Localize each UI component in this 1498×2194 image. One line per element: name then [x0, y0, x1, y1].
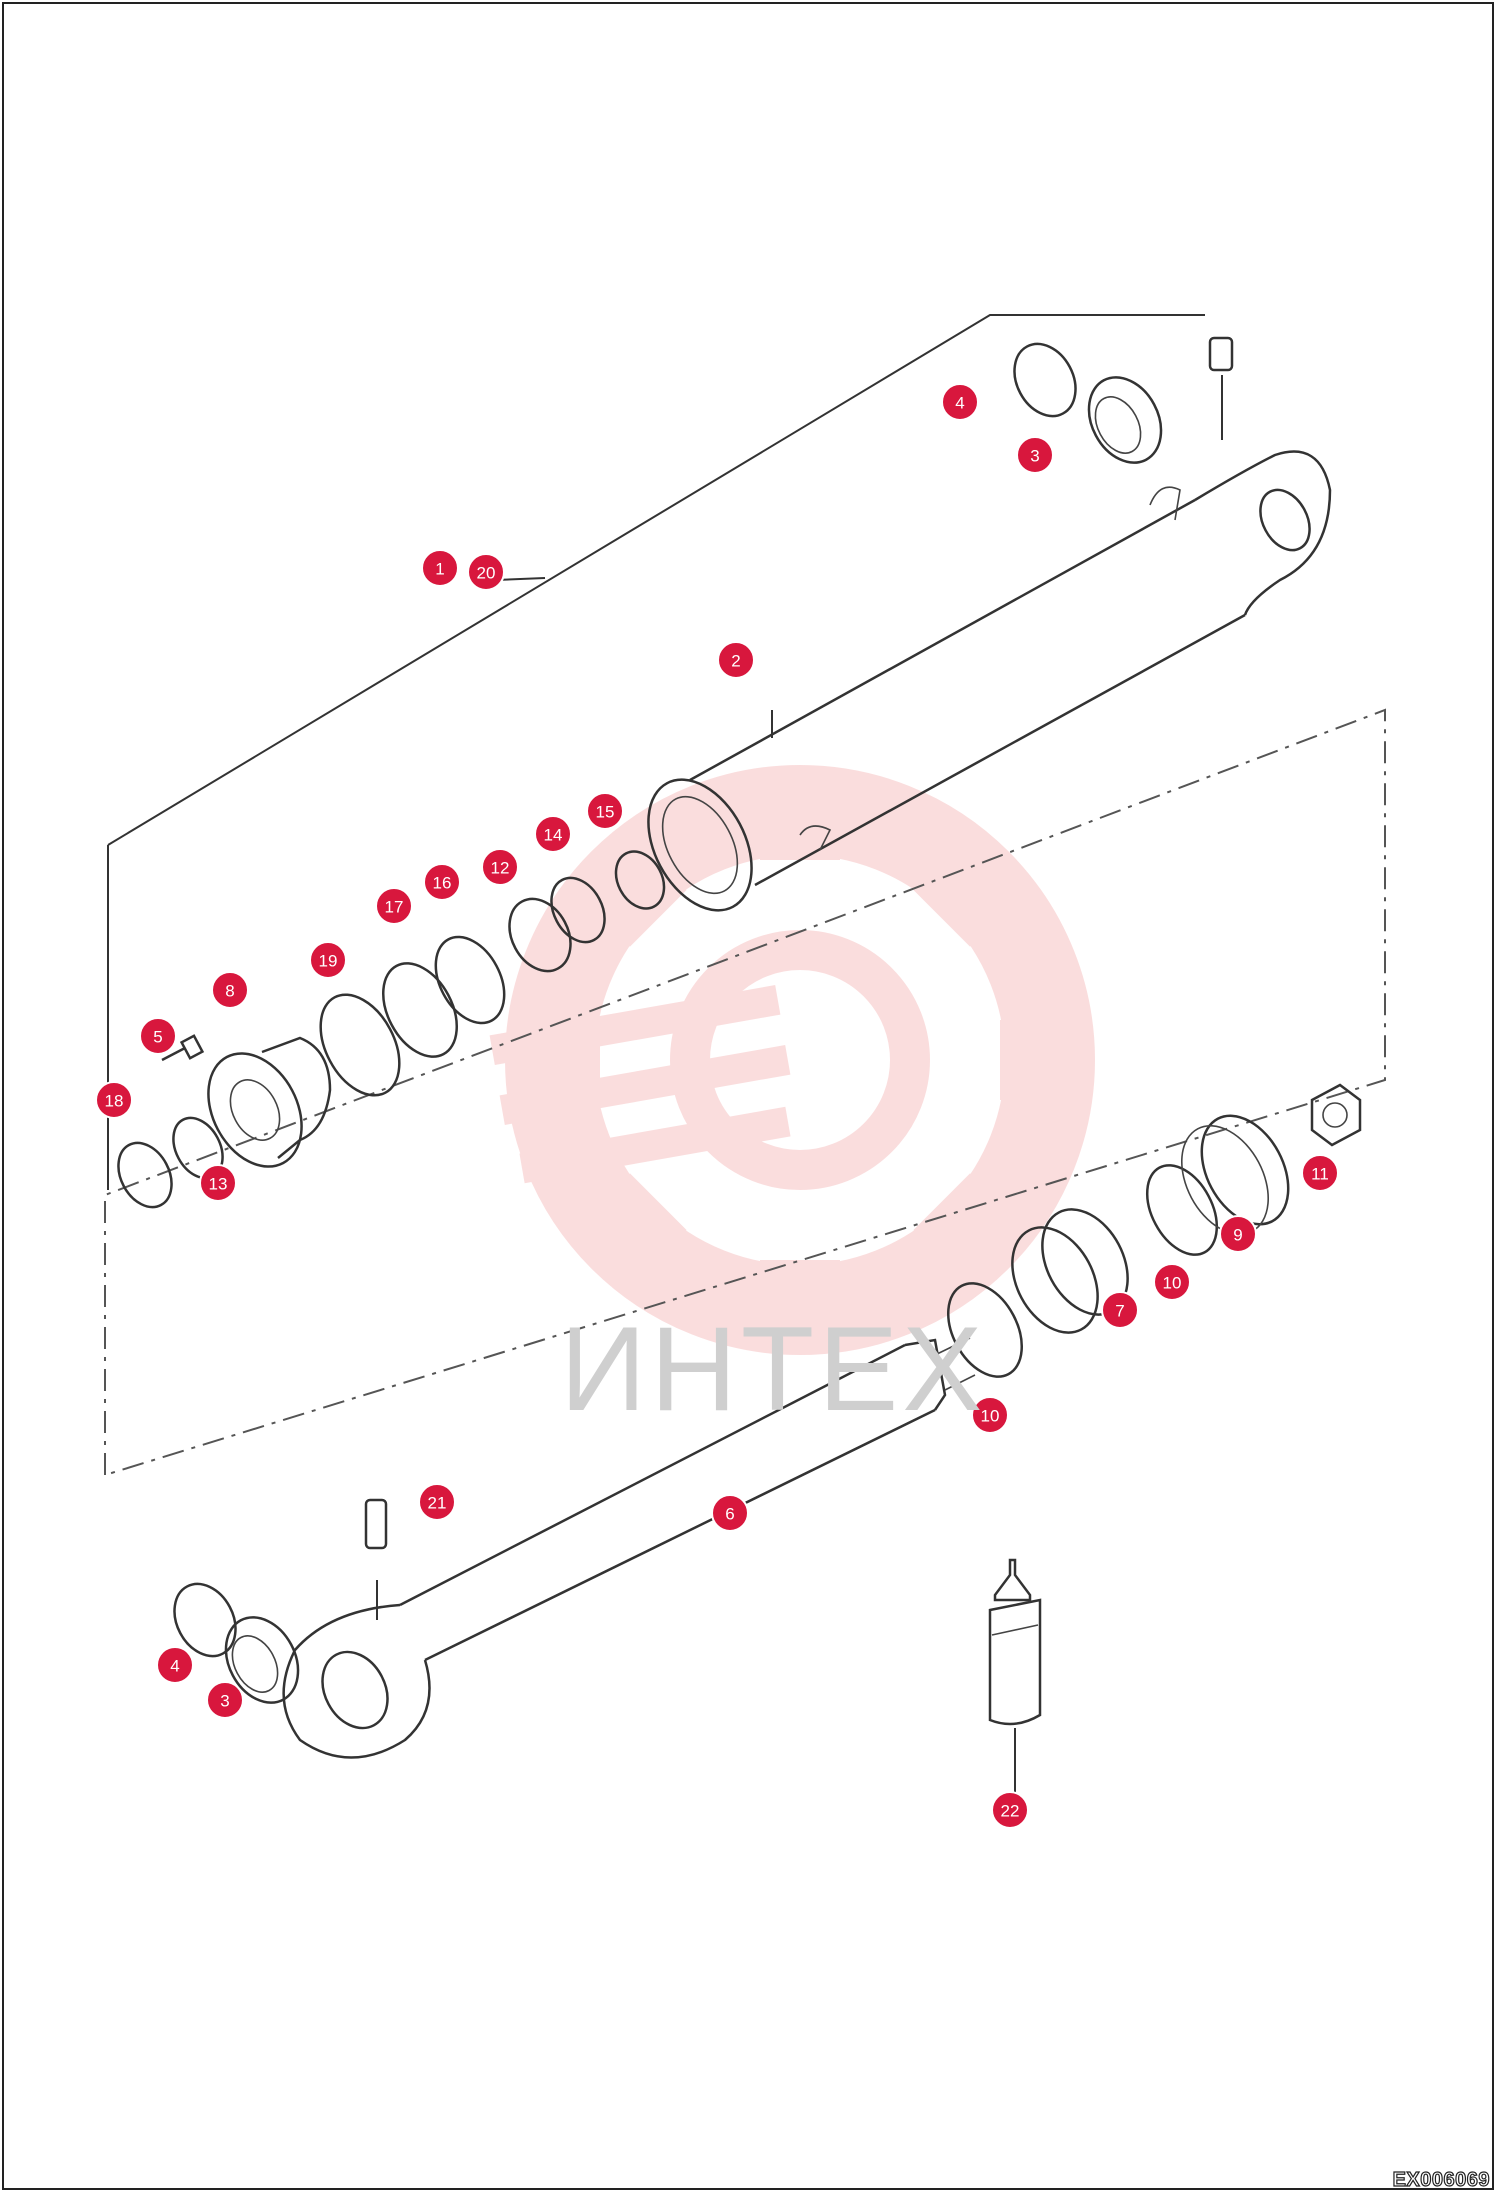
callout-badge	[941, 383, 979, 421]
callout-3[interactable]: 3	[1016, 436, 1054, 474]
callout-badge	[1219, 1215, 1257, 1253]
callout-badge	[423, 863, 461, 901]
callout-number: 12	[491, 859, 510, 878]
callout-19[interactable]: 19	[309, 941, 347, 979]
centerline-outline	[104, 708, 1386, 1476]
callout-badge	[1301, 1154, 1339, 1192]
callout-9[interactable]: 9	[1219, 1215, 1257, 1253]
callout-badge	[534, 815, 572, 853]
callout-badge	[375, 887, 413, 925]
callout-13[interactable]: 13	[199, 1164, 237, 1202]
bushing-top[interactable]	[1075, 365, 1176, 475]
callout-number: 1	[435, 560, 444, 579]
callout-badge	[1101, 1291, 1139, 1329]
snap-ring-top[interactable]	[1002, 333, 1087, 426]
callout-badge	[156, 1646, 194, 1684]
callout-badge	[139, 1017, 177, 1055]
callout-number: 6	[725, 1505, 734, 1524]
callout-badge	[418, 1483, 456, 1521]
callout-badge	[206, 1681, 244, 1719]
bushing-bottom[interactable]	[212, 1605, 313, 1715]
callout-badge	[711, 1494, 749, 1532]
callout-14[interactable]: 14	[534, 815, 572, 853]
callout-8[interactable]: 8	[211, 971, 249, 1009]
callout-number: 8	[225, 982, 234, 1001]
callout-number: 15	[596, 803, 615, 822]
rod-eye[interactable]	[282, 1603, 431, 1759]
callout-badge	[421, 549, 459, 587]
callout-5[interactable]: 5	[139, 1017, 177, 1055]
callout-number: 4	[170, 1657, 179, 1676]
snap-ring-bottom[interactable]	[162, 1573, 247, 1666]
callout-number: 10	[981, 1407, 1000, 1426]
callout-badge	[717, 641, 755, 679]
callout-10[interactable]: 10	[971, 1396, 1009, 1434]
callout-badge	[199, 1164, 237, 1202]
callout-badge	[95, 1081, 133, 1119]
callout-number: 2	[731, 652, 740, 671]
callout-number: 3	[1030, 447, 1039, 466]
callout-1[interactable]: 1	[421, 549, 459, 587]
callout-number: 14	[544, 826, 563, 845]
callout-badge	[1153, 1263, 1191, 1301]
callout-11[interactable]: 11	[1301, 1154, 1339, 1192]
cylinder-head[interactable]	[190, 1036, 332, 1182]
callout-12[interactable]: 12	[481, 848, 519, 886]
sealant-tube[interactable]	[988, 1558, 1042, 1800]
watermark-gear-icon	[489, 765, 1095, 1355]
callout-2[interactable]: 2	[717, 641, 755, 679]
callout-number: 20	[477, 564, 496, 583]
callout-17[interactable]: 17	[375, 887, 413, 925]
callout-badge	[1016, 436, 1054, 474]
callout-badge	[971, 1396, 1009, 1434]
callout-6[interactable]: 6	[711, 1494, 749, 1532]
callout-badge	[481, 848, 519, 886]
callout-badge	[309, 941, 347, 979]
callout-badge	[211, 971, 249, 1009]
callout-7[interactable]: 7	[1101, 1291, 1139, 1329]
callout-number: 19	[319, 952, 338, 971]
assembly-bracket-top	[107, 314, 1205, 846]
callout-badge	[467, 553, 505, 591]
callout-16[interactable]: 16	[423, 863, 461, 901]
grease-fitting-top[interactable]	[1208, 336, 1234, 440]
callout-badge	[991, 1791, 1029, 1829]
callout-18[interactable]: 18	[95, 1081, 133, 1119]
callout-number: 21	[428, 1494, 447, 1513]
callout-number: 10	[1163, 1274, 1182, 1293]
callout-number: 16	[433, 874, 452, 893]
callout-number: 4	[955, 394, 964, 413]
piston-rod[interactable]	[399, 1337, 976, 1662]
callout-badge	[586, 792, 624, 830]
callout-number: 9	[1233, 1226, 1242, 1245]
callout-number: 5	[153, 1028, 162, 1047]
callout-number: 11	[1311, 1165, 1329, 1184]
callout-number: 17	[385, 898, 404, 917]
callout-number: 13	[209, 1175, 228, 1194]
callout-3[interactable]: 3	[206, 1681, 244, 1719]
callout-21[interactable]: 21	[418, 1483, 456, 1521]
nut[interactable]	[1310, 1083, 1362, 1147]
callout-4[interactable]: 4	[941, 383, 979, 421]
callout-number: 18	[105, 1092, 124, 1111]
seal-rings-head[interactable]	[305, 843, 674, 1108]
callout-number: 3	[220, 1692, 229, 1711]
document-code: EX006069	[1392, 2168, 1490, 2191]
callout-20[interactable]: 20	[467, 553, 505, 591]
callout-15[interactable]: 15	[586, 792, 624, 830]
watermark-text: ИНТЕХ	[560, 1302, 987, 1436]
callout-22[interactable]: 22	[991, 1791, 1029, 1829]
cylinder-barrel[interactable]	[627, 450, 1332, 928]
callout-number: 7	[1115, 1302, 1124, 1321]
bolt[interactable]	[161, 1034, 205, 1062]
callout-number: 22	[1001, 1802, 1020, 1821]
grease-fitting-bottom[interactable]	[364, 1498, 388, 1620]
callout-10[interactable]: 10	[1153, 1263, 1191, 1301]
wiper-ring[interactable]	[108, 1134, 182, 1217]
callout-4[interactable]: 4	[156, 1646, 194, 1684]
